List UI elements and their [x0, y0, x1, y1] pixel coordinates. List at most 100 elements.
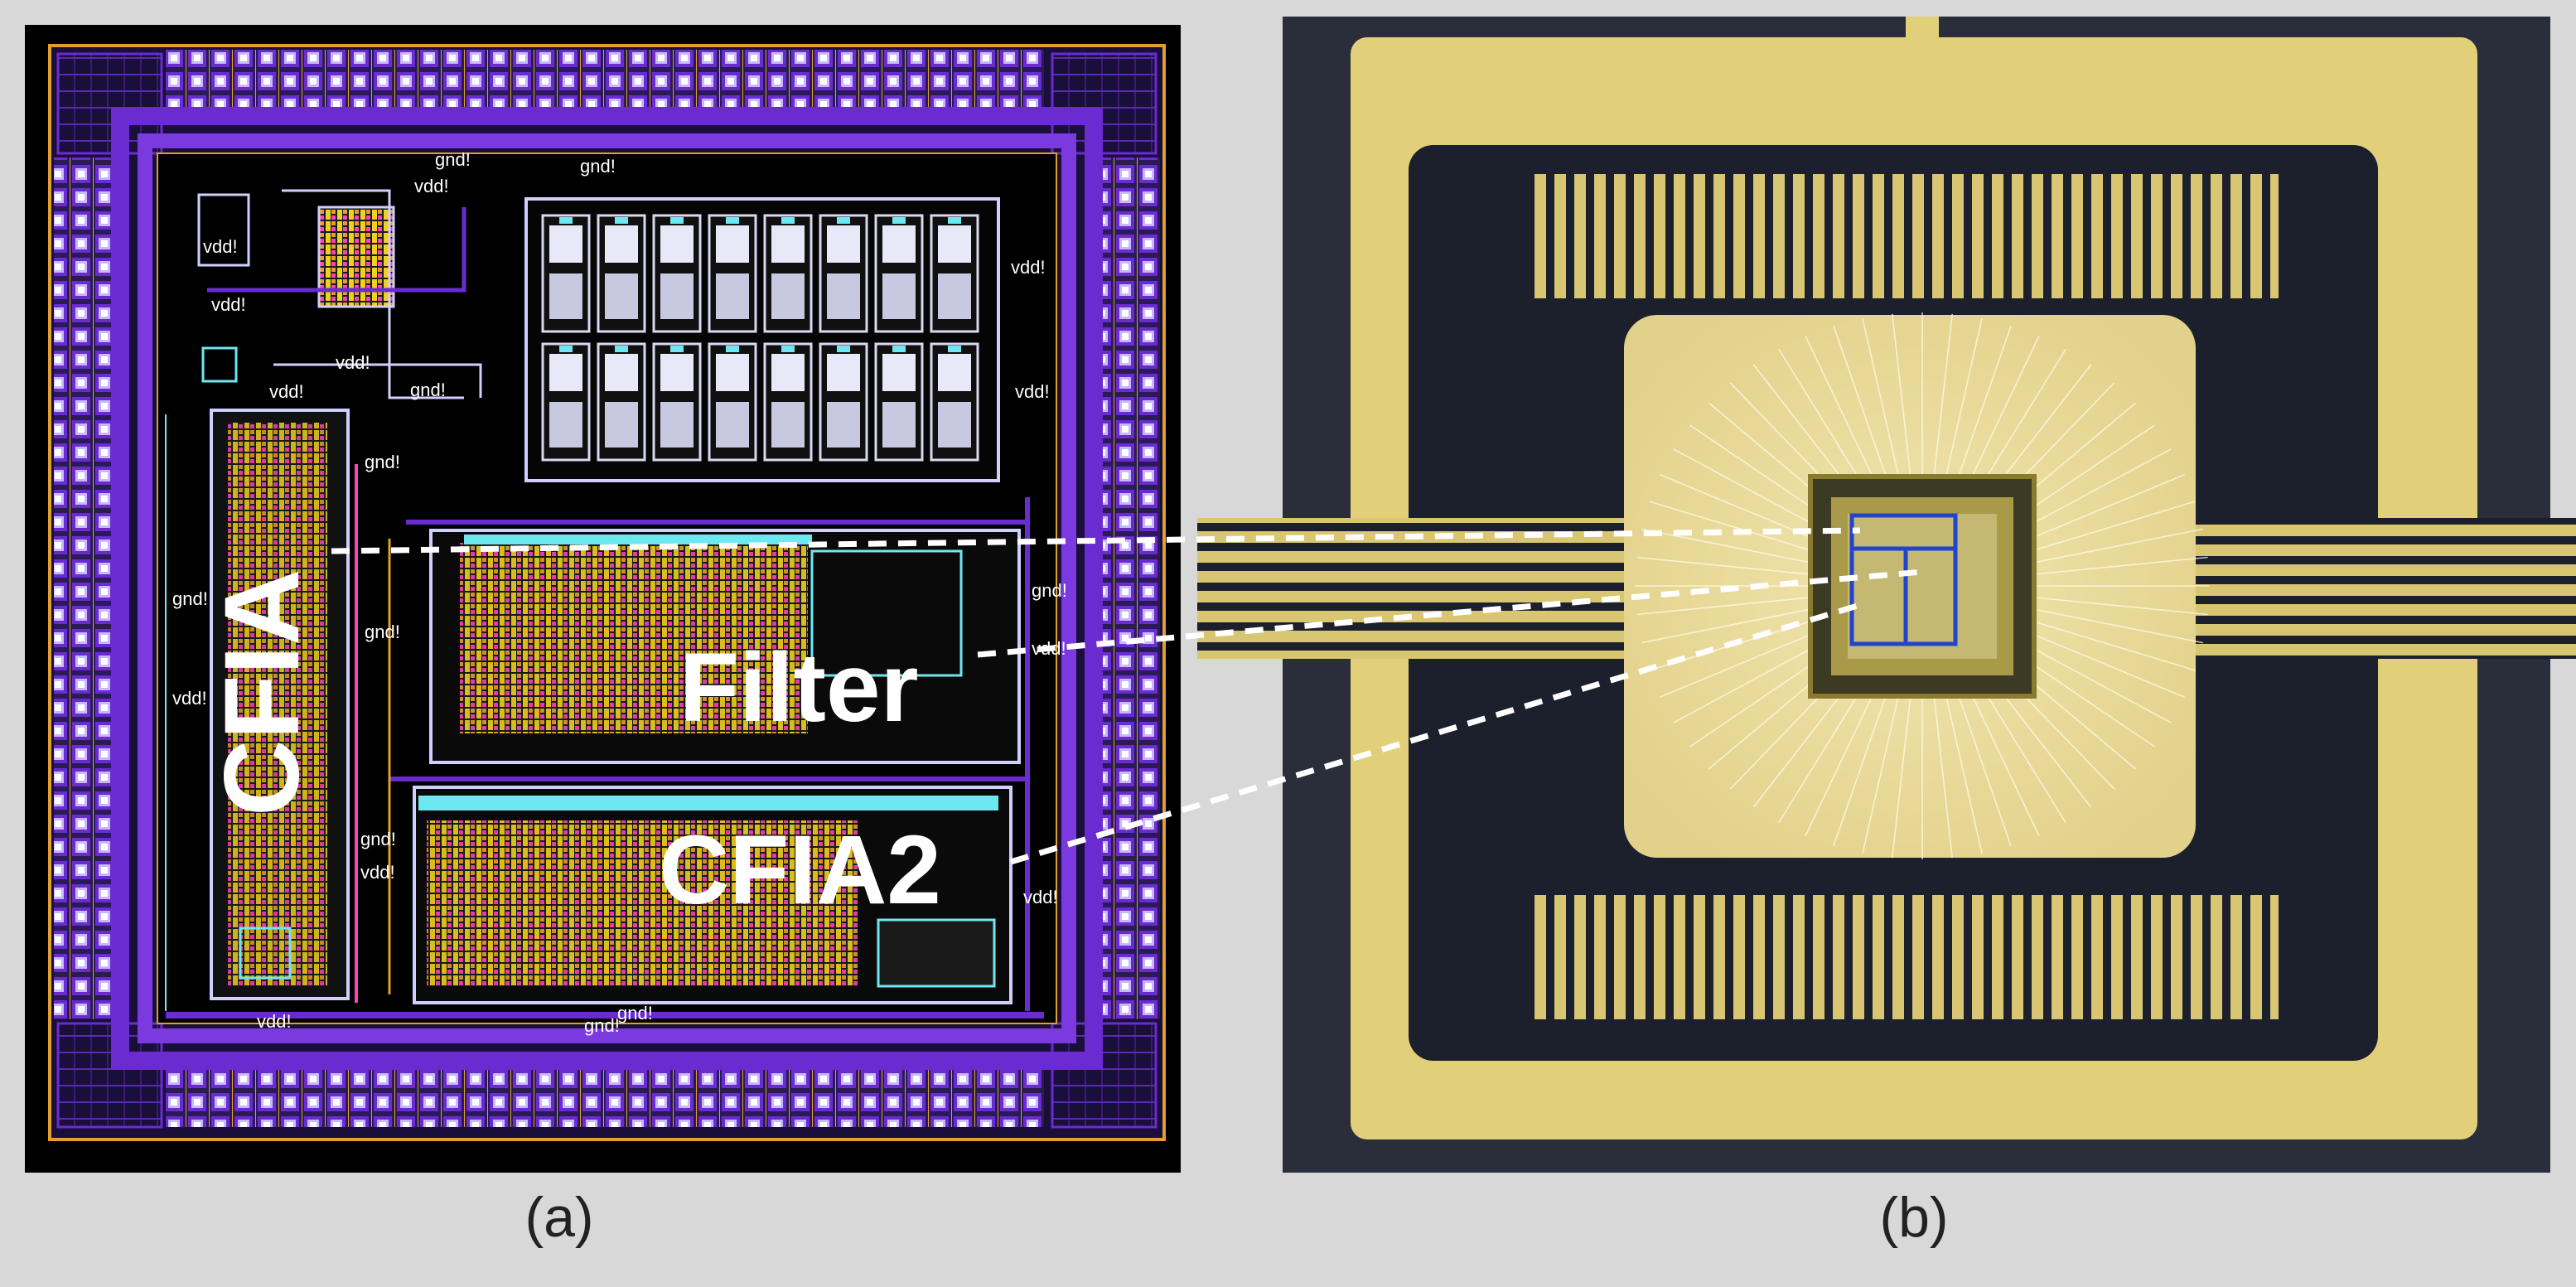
bond-wire	[1955, 686, 2012, 847]
bond-wire	[1778, 677, 1869, 824]
net-label: gnd!	[365, 452, 400, 472]
net-label: vdd!	[1023, 887, 1058, 907]
capacitor-cell	[874, 342, 924, 462]
net-label: vdd!	[172, 688, 207, 709]
filter-block-sub	[810, 549, 963, 677]
bond-wire	[1862, 689, 1901, 854]
net-label: vdd!	[257, 1011, 292, 1032]
pad-row-left	[54, 157, 112, 1019]
net-label: gnd!	[584, 1015, 620, 1036]
net-label: vdd!	[336, 352, 370, 373]
fingers-bottom	[1533, 895, 2279, 1019]
filter-rail	[464, 535, 812, 544]
bond-wire	[1636, 596, 1815, 616]
net-label: gnd!	[435, 149, 471, 170]
wire-1	[282, 189, 464, 399]
bond-wire	[2027, 607, 2204, 644]
capacitor-cell	[652, 342, 702, 462]
bond-wire	[1673, 448, 1829, 534]
bond-wire	[1862, 318, 1901, 482]
net-label: vdd!	[211, 294, 246, 315]
leader-cfia	[331, 527, 1861, 554]
net-label: gnd!	[365, 622, 400, 642]
label-cfia2: CFIA2	[659, 815, 941, 925]
net-label: vdd!	[1015, 381, 1050, 402]
power-ring-outer	[111, 107, 1103, 1070]
bond-wire	[2027, 528, 2204, 565]
bond-wire	[1649, 501, 1820, 554]
net-labels: gnd! vdd! vdd! vdd! vdd! gnd! vdd! vdd! vdd! gnd!…	[172, 149, 1067, 1036]
bond-wire	[2029, 556, 2208, 576]
panel-a-layout: gnd! vdd! vdd! vdd! vdd! gnd! vdd! vdd! vdd! gnd!…	[25, 25, 1181, 1173]
capacitor-cell	[708, 342, 757, 462]
pad-row-bottom	[166, 1069, 1044, 1127]
caption-panel-b: (b)	[1879, 1186, 1949, 1249]
wire-3	[273, 363, 482, 398]
label-filter: Filter	[679, 633, 919, 743]
net-label: vdd!	[360, 862, 395, 883]
bond-wire	[1833, 686, 1890, 847]
bond-wire	[1975, 677, 2066, 824]
capacitor-cells	[541, 214, 979, 462]
capacitor-cell	[541, 214, 591, 333]
fingers-top	[1533, 174, 2279, 298]
leader-filter	[977, 569, 1923, 658]
bond-wire	[1891, 691, 1912, 859]
cfia2-rail	[418, 796, 998, 810]
caption-panel-a: (a)	[524, 1186, 594, 1249]
capacitor-cell	[874, 214, 924, 333]
capacitor-cell	[763, 342, 813, 462]
net-label: gnd!	[1032, 580, 1067, 601]
net-label: vdd!	[203, 236, 238, 257]
net-label: vdd!	[269, 381, 304, 402]
bond-wire	[2015, 448, 2172, 534]
bond-wire	[1641, 528, 1817, 565]
cfia2-block-sub	[877, 918, 996, 988]
bond-wire	[2024, 501, 2196, 554]
pad-row-right	[1102, 157, 1160, 1019]
bond-wire	[2029, 596, 2208, 616]
bond-wire	[2020, 474, 2185, 544]
bond-wire	[1975, 348, 2066, 495]
capacitor-cell	[819, 342, 868, 462]
cfia-block-sub	[239, 927, 292, 980]
cfia2-block-cells	[427, 820, 858, 986]
bond-wire	[2020, 628, 2185, 698]
net-label: gnd!	[172, 588, 208, 609]
wire-2	[207, 207, 466, 293]
bond-wire	[1944, 318, 1983, 482]
bond-wire	[1965, 682, 2040, 836]
bond-wire	[1778, 348, 1869, 495]
small-block-3	[201, 346, 238, 383]
net-label: gnd!	[617, 1003, 653, 1023]
bond-wire	[1673, 638, 1829, 723]
bond-wire	[1955, 325, 2012, 486]
bond-wire	[1660, 628, 1824, 698]
capacitor-cell	[930, 214, 979, 333]
capacitor-cell	[819, 214, 868, 333]
capacitor-cell	[597, 214, 646, 333]
capacitor-cell	[652, 214, 702, 333]
bond-wire	[1805, 336, 1879, 490]
bond-wire	[2015, 638, 2172, 723]
bond-wire	[1641, 607, 1817, 644]
net-label: gnd!	[360, 829, 396, 849]
capacitor-cell	[930, 342, 979, 462]
die-core	[1848, 514, 1997, 659]
capacitor-cell	[763, 214, 813, 333]
panel-b-photo	[1197, 17, 2576, 1173]
bond-wire	[1891, 313, 1912, 481]
net-label: vdd!	[1011, 257, 1046, 278]
bond-wire	[1965, 336, 2040, 490]
label-cfia: CFIA	[203, 569, 321, 816]
bond-wire	[1833, 325, 1890, 486]
small-block-1	[197, 193, 250, 267]
bond-wire	[1805, 682, 1879, 836]
substrate-tab	[1906, 17, 1939, 50]
bond-wire	[2024, 617, 2196, 671]
cfia-block-cells	[228, 423, 327, 986]
capacitor-cell	[708, 214, 757, 333]
leader-lines	[331, 527, 1923, 865]
